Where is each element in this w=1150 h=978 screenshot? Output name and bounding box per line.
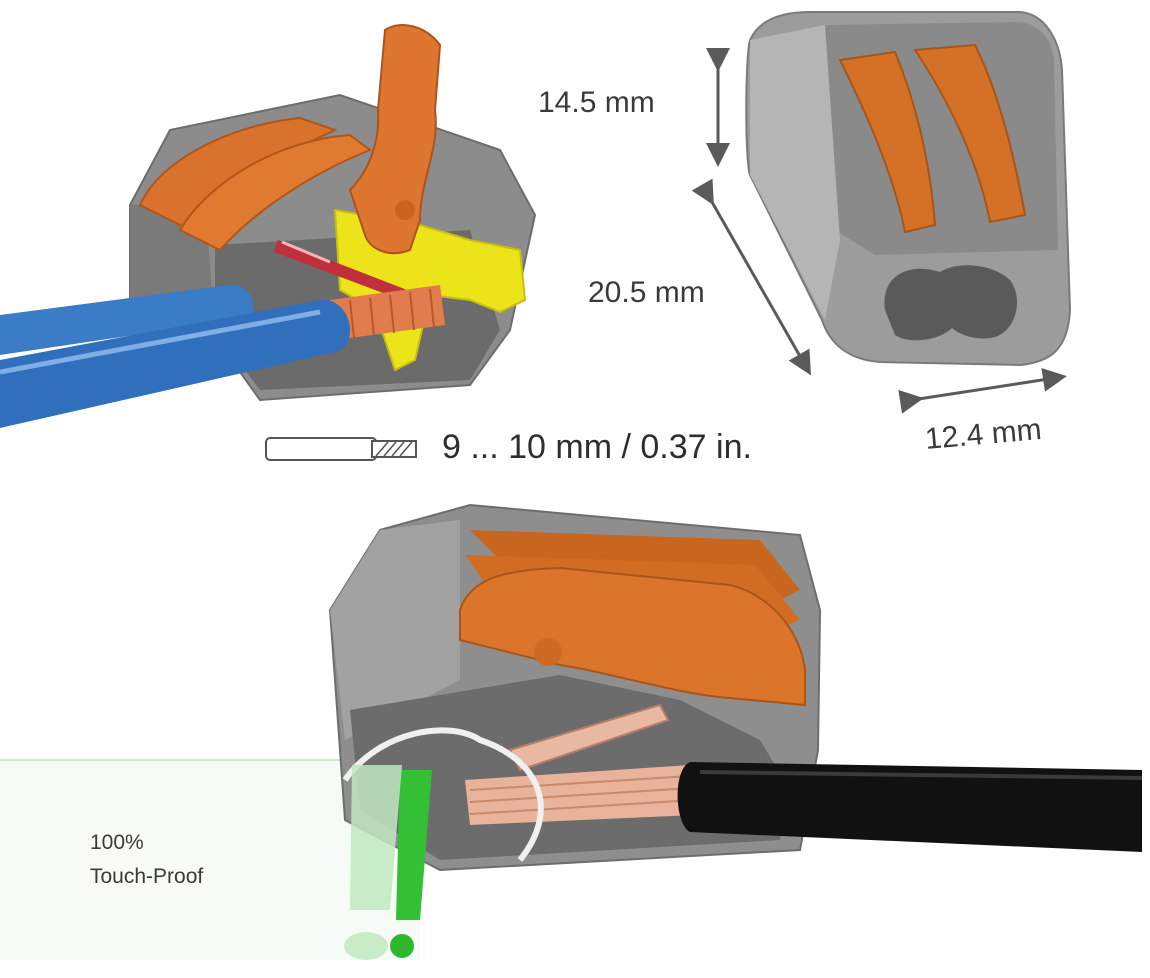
green-exclamation-shadow: [350, 765, 402, 910]
pin-highlight: [281, 240, 331, 264]
lever-pivot: [395, 200, 415, 220]
orange-lever-closed-2: [178, 133, 373, 252]
touch-proof-text: Touch-Proof: [90, 865, 204, 888]
cutaway-connector-illustration: [0, 24, 537, 428]
width-arrow: [898, 367, 1067, 414]
orange-lever-right: [913, 43, 1027, 224]
strip-length-wire-icon: [265, 437, 417, 461]
copper-conductor: [330, 285, 445, 340]
green-exclamation-dot: [390, 934, 414, 958]
wire-highlight: [0, 309, 321, 375]
green-dot-shadow: [344, 932, 388, 960]
length-arrow: [691, 178, 811, 376]
black-cable: [677, 762, 1142, 852]
red-test-pin: [274, 240, 420, 305]
length-dimension-label: 20.5 mm: [588, 276, 705, 309]
orange-lever-front: [459, 566, 806, 707]
wire-entry-holes: [884, 265, 1018, 341]
blue-wire-lower: [0, 299, 351, 428]
test-probe-wire: [342, 727, 544, 862]
lever-pivot-front: [534, 638, 562, 666]
strip-length-label: 9 ... 10 mm / 0.37 in.: [442, 428, 752, 466]
green-exclamation-bar: [396, 770, 432, 920]
height-dimension-label: 14.5 mm: [538, 86, 655, 119]
copper-wire-strands: [469, 775, 695, 815]
blue-wire-upper: [0, 284, 254, 355]
housing-left-face: [330, 520, 460, 740]
grey-connector-side: [750, 25, 840, 320]
orange-lever-left: [838, 50, 937, 234]
touch-proof-label: 100% Touch-Proof: [90, 826, 203, 894]
cable-highlight: [699, 770, 1143, 780]
touch-proof-illustration: [0, 503, 1143, 960]
touch-proof-percent: 100%: [90, 831, 144, 854]
orange-lever-open: [348, 24, 442, 255]
connector-dimension-illustration: [691, 11, 1072, 414]
copper-strands: [349, 288, 435, 339]
